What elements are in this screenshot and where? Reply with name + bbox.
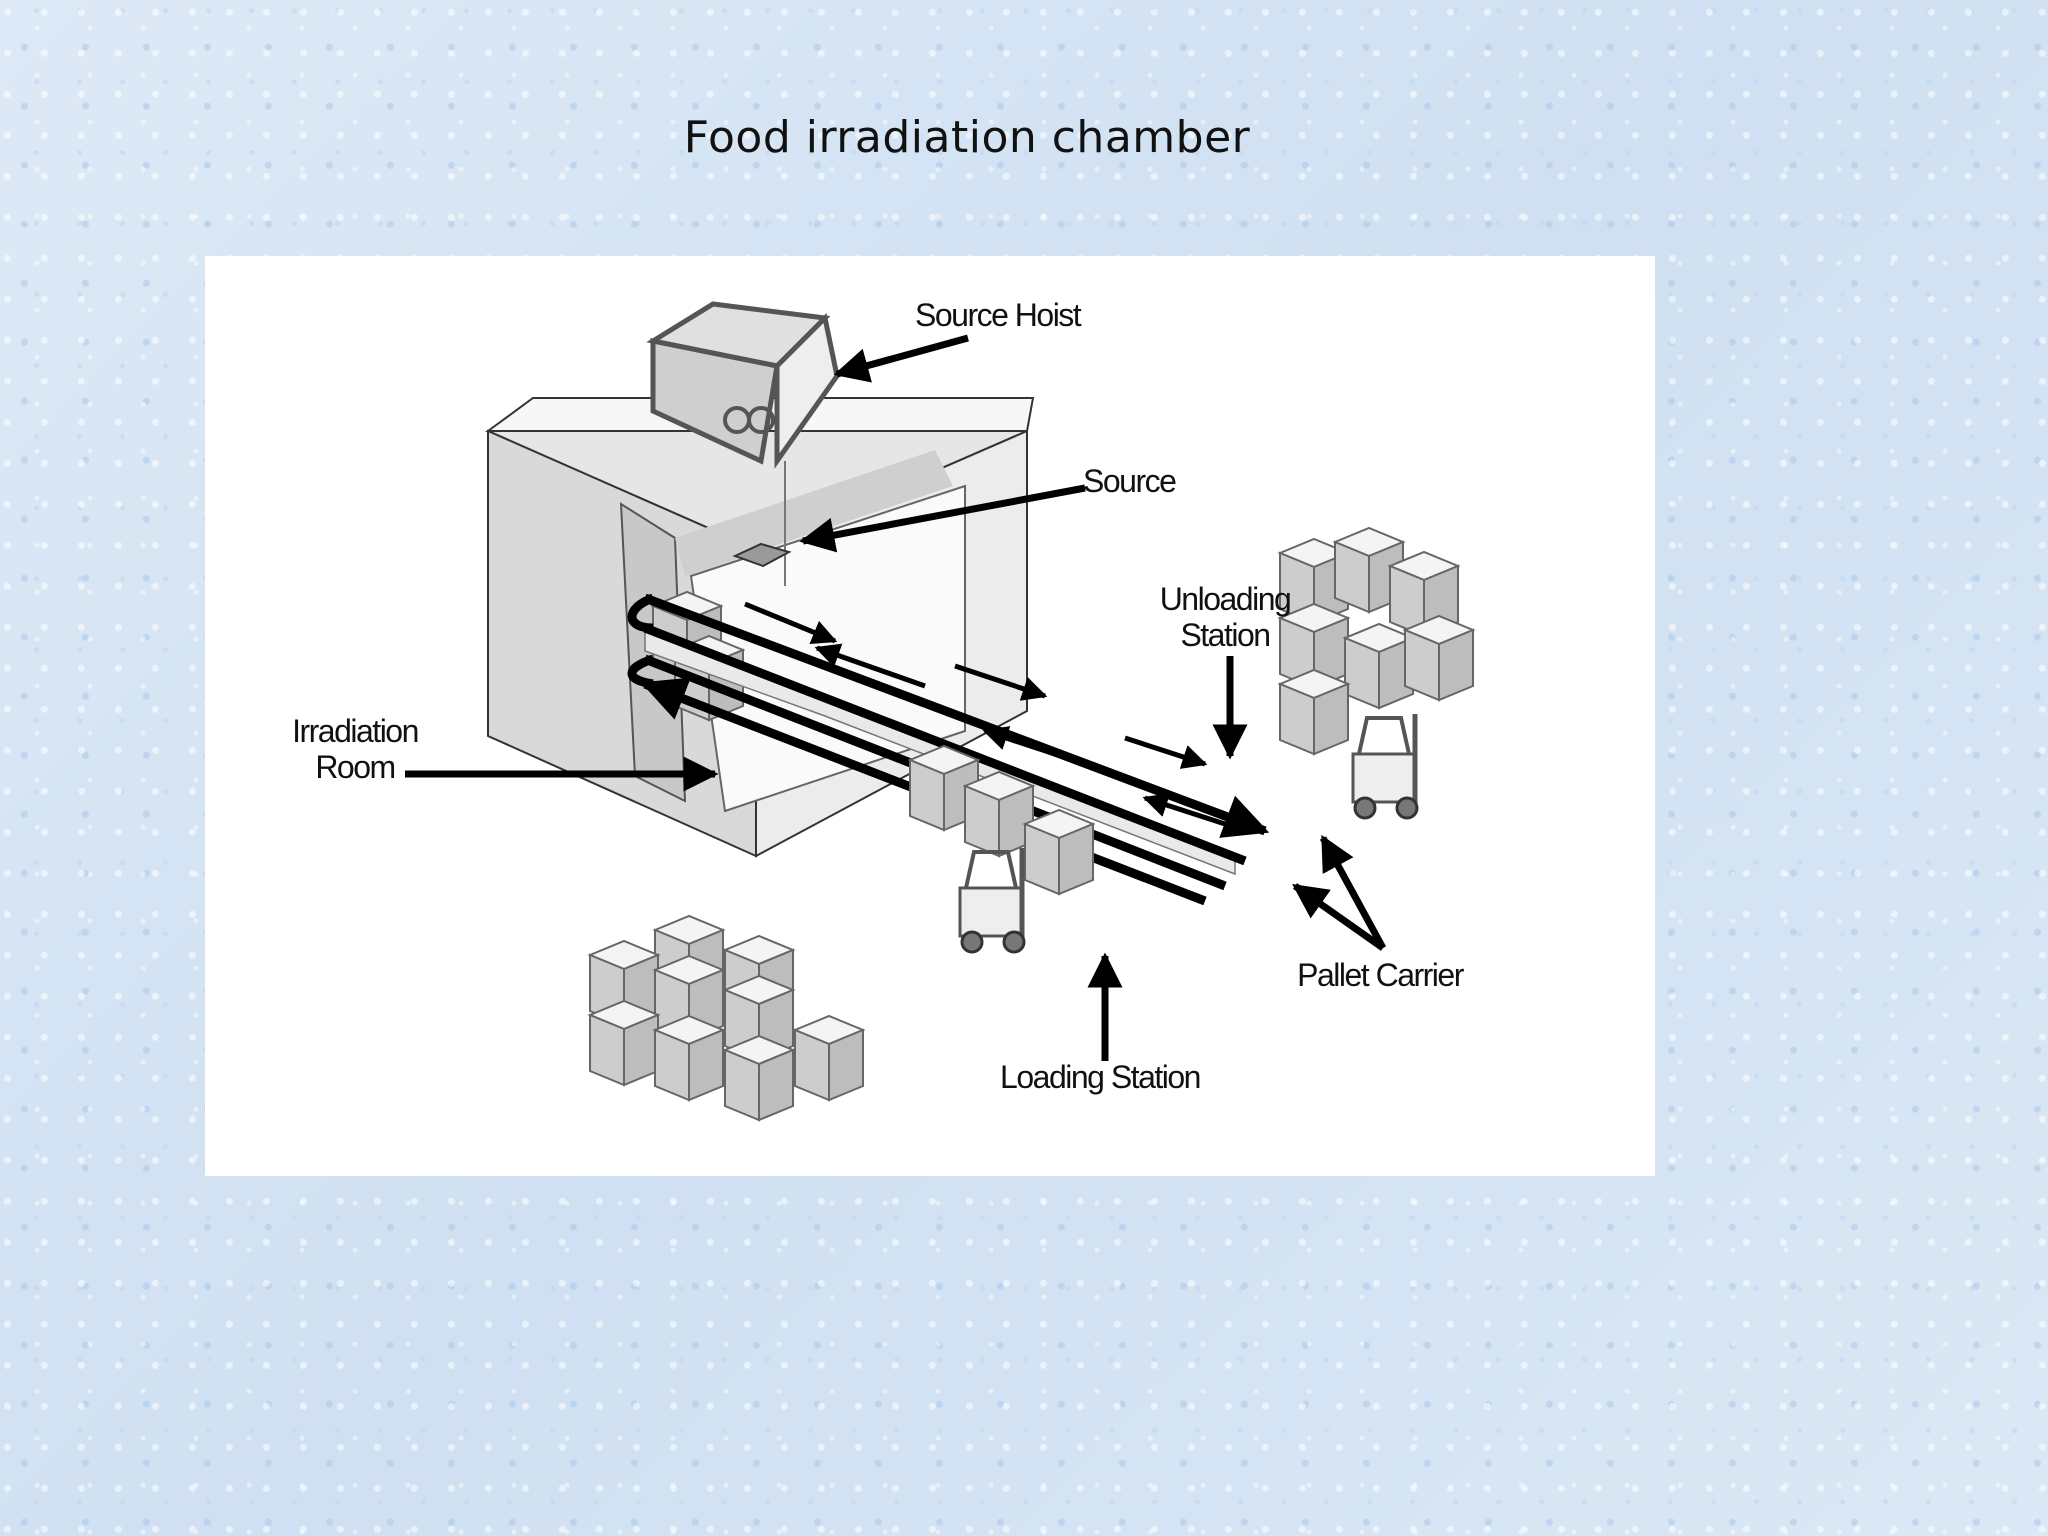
irradiation-facility-diagram: Source Hoist Source Unloading Station Ir… (292, 297, 1474, 1121)
label-irradiation-room-line2: Room (315, 749, 394, 785)
diagram-panel: Source Hoist Source Unloading Station Ir… (205, 256, 1655, 1176)
unloading-station-boxes (1279, 527, 1474, 755)
label-loading-station: Loading Station (1000, 1059, 1200, 1095)
label-leader-arrows (405, 334, 1387, 1061)
label-source-hoist: Source Hoist (915, 297, 1082, 333)
radiation-source (732, 542, 792, 568)
label-unloading-station-line1: Unloading (1160, 581, 1291, 617)
source-hoist-house (646, 301, 840, 586)
forklift-unloading (1353, 714, 1417, 818)
label-irradiation-room-line1: Irradiation (292, 713, 418, 749)
label-source: Source (1083, 463, 1176, 499)
storage-box-stack (589, 915, 864, 1121)
forklift-loading (960, 848, 1024, 952)
label-pallet-carrier: Pallet Carrier (1297, 957, 1465, 993)
label-unloading-station-line2: Station (1180, 617, 1269, 653)
slide-title: Food irradiation chamber (683, 112, 1251, 163)
